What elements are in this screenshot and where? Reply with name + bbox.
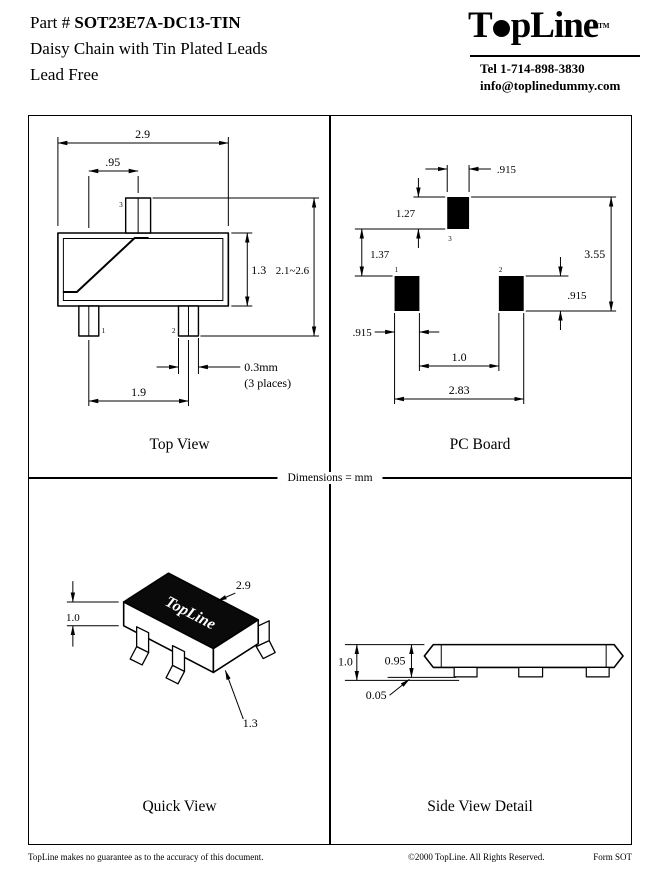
logo-underline [470,55,640,57]
pin2-number: 2 [172,327,176,335]
drawing-frame: 2.9 .95 1.3 2.1~2.6 0.3mm (3 places) 1.9… [28,115,632,845]
trademark-symbol: TM [598,22,610,30]
side-view-drawing: 1.0 0.95 0.05 [338,643,624,702]
top-view-drawing: 2.9 .95 1.3 2.1~2.6 0.3mm (3 places) 1.9… [57,127,320,406]
dim-total-height: 1.0 [338,654,353,668]
pc-board-title: PC Board [449,436,511,453]
pc-board-drawing: .915 1.27 1.37 3.55 .915 .915 1.0 2.83 1… [353,164,617,404]
pad1-number: 1 [395,266,399,274]
logo-letter-t: T [468,5,493,46]
part-subtitle: Daisy Chain with Tin Plated Leads [30,39,268,58]
pad-3 [447,197,470,229]
email-address: info@toplinedummy.com [480,78,621,93]
quick-view-dimension-lines [66,581,244,720]
dim-pad1-width: .915 [353,327,373,339]
logo-o-disc-icon [492,20,510,37]
contact-block: Tel 1-714-898-3830 info@toplinedummy.com [480,60,620,94]
part-number-line: Part # SOT23E7A-DC13-TIN [30,10,268,36]
dim-pad-gap-vertical: 1.37 [370,249,390,261]
pad3-number: 3 [448,235,452,243]
dim-standoff: 0.05 [366,688,387,702]
pin3-lead [124,197,152,234]
pin2-lead [177,305,200,337]
top-view-title: Top View [149,436,210,453]
pin1-number: 1 [102,327,106,335]
dim-height: 1.0 [66,612,80,624]
phone-number: Tel 1-714-898-3830 [480,61,585,76]
front-lead-1 [129,626,150,666]
side-view-dimension-lines [344,644,460,696]
dim-pin-pitch: .95 [105,155,120,169]
dim-pad-gap-horizontal: 1.0 [452,350,467,364]
back-lead [255,620,276,660]
part-label: Part # [30,13,71,32]
dim-overall-height: 3.55 [584,247,605,261]
dim-body-height: 0.95 [385,653,406,667]
part-subtitle2: Lead Free [30,65,99,84]
side-body-outline [423,643,624,669]
quick-view-drawing: TopLine 1.0 2.9 1.3 [66,572,276,730]
footer-disclaimer: TopLine makes no guarantee as to the acc… [28,852,264,862]
pin3-number: 3 [119,201,123,209]
dim-span: 2.83 [449,383,470,397]
top-view-dimension-lines [57,137,320,406]
top-view-panel: 2.9 .95 1.3 2.1~2.6 0.3mm (3 places) 1.9… [29,116,330,478]
pad-2 [498,276,524,311]
part-number: SOT23E7A-DC13-TIN [74,13,241,32]
side-view-title: Side View Detail [427,798,533,815]
lead-feet [453,666,610,678]
dim-overall-height: 2.1~2.6 [276,265,310,277]
quick-view-panel: TopLine 1.0 2.9 1.3 Quick View [29,478,330,843]
pad-1 [394,276,420,311]
pc-board-dimension-lines [354,165,617,404]
dim-lead-width-note: (3 places) [244,376,291,390]
package-body-outline [57,232,230,307]
dim-length: 2.9 [236,578,251,592]
footer-copyright: ©2000 TopLine. All Rights Reserved. [408,852,545,862]
dim-width: 1.3 [243,716,258,730]
pc-board-panel: .915 1.27 1.37 3.55 .915 .915 1.0 2.83 1… [330,116,630,478]
dim-body-width: 2.9 [135,127,150,141]
front-lead-2 [165,644,186,685]
dim-pad3-width: .915 [497,164,517,176]
pin1-lead [78,305,100,337]
pad2-number: 2 [499,266,503,274]
quick-view-title: Quick View [142,798,217,815]
footer-form-number: Form SOT [593,852,632,862]
package-right-face [212,619,260,674]
side-view-panel: 1.0 0.95 0.05 Side View Detail [330,478,630,843]
dimensions-unit-note: Dimensions = mm [277,472,383,484]
dim-body-height: 1.3 [251,263,266,277]
logo-letters-rest: pLine [510,5,600,46]
daisy-chain-trace [62,237,149,293]
part-header: Part # SOT23E7A-DC13-TIN Daisy Chain wit… [30,10,268,88]
dim-lead-width: 0.3mm [244,360,278,374]
dim-outer-pitch: 1.9 [131,385,146,399]
dim-pad2-height: .915 [567,290,587,302]
dim-pad3-height: 1.27 [396,208,416,220]
